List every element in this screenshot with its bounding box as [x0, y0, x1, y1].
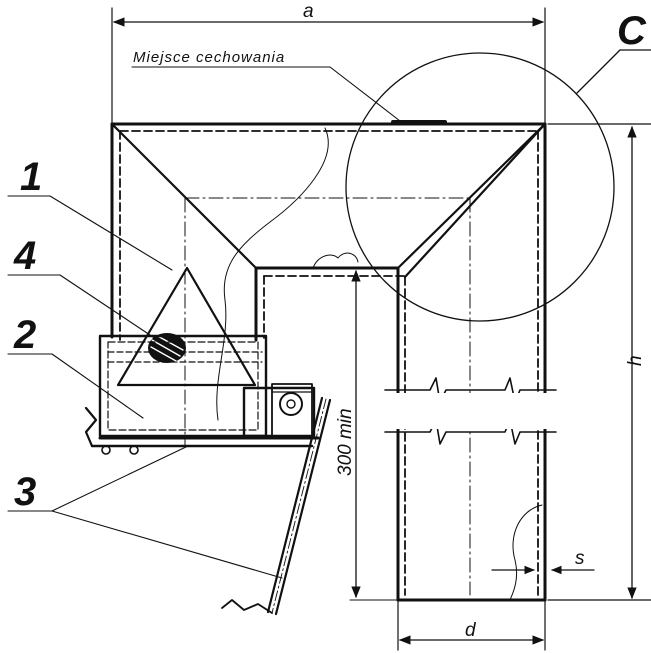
corner-diagonals — [110, 122, 547, 279]
dimension-d-label: d — [465, 620, 477, 641]
calibration-place-label: Miejsce cechowania — [133, 49, 285, 66]
dimension-s-label: s — [575, 548, 585, 569]
dimension-300-min-label: 300 min — [335, 408, 356, 476]
dimension-300-min — [319, 267, 399, 601]
break-gap — [395, 393, 547, 429]
dimension-d — [397, 599, 546, 651]
part-label-2: 2 — [13, 313, 36, 357]
dimension-h — [547, 123, 651, 601]
detail-label-c: C — [617, 9, 647, 53]
dimension-h-label: h — [625, 355, 646, 366]
triangle-weight — [116, 266, 257, 387]
open-flap — [221, 396, 332, 616]
detail-circle-c — [345, 49, 651, 322]
part-leaders — [7, 195, 283, 579]
part-label-3: 3 — [14, 470, 36, 514]
part-label-4: 4 — [13, 234, 36, 278]
tray-box — [84, 334, 320, 455]
hinge-unit — [242, 383, 316, 438]
hopper-body — [110, 122, 547, 602]
calibration-leader — [131, 66, 401, 122]
inner-walls-dashed — [119, 130, 539, 596]
part-label-1: 1 — [20, 155, 42, 199]
dimension-a-label: a — [303, 1, 314, 22]
dimension-a — [111, 7, 546, 125]
